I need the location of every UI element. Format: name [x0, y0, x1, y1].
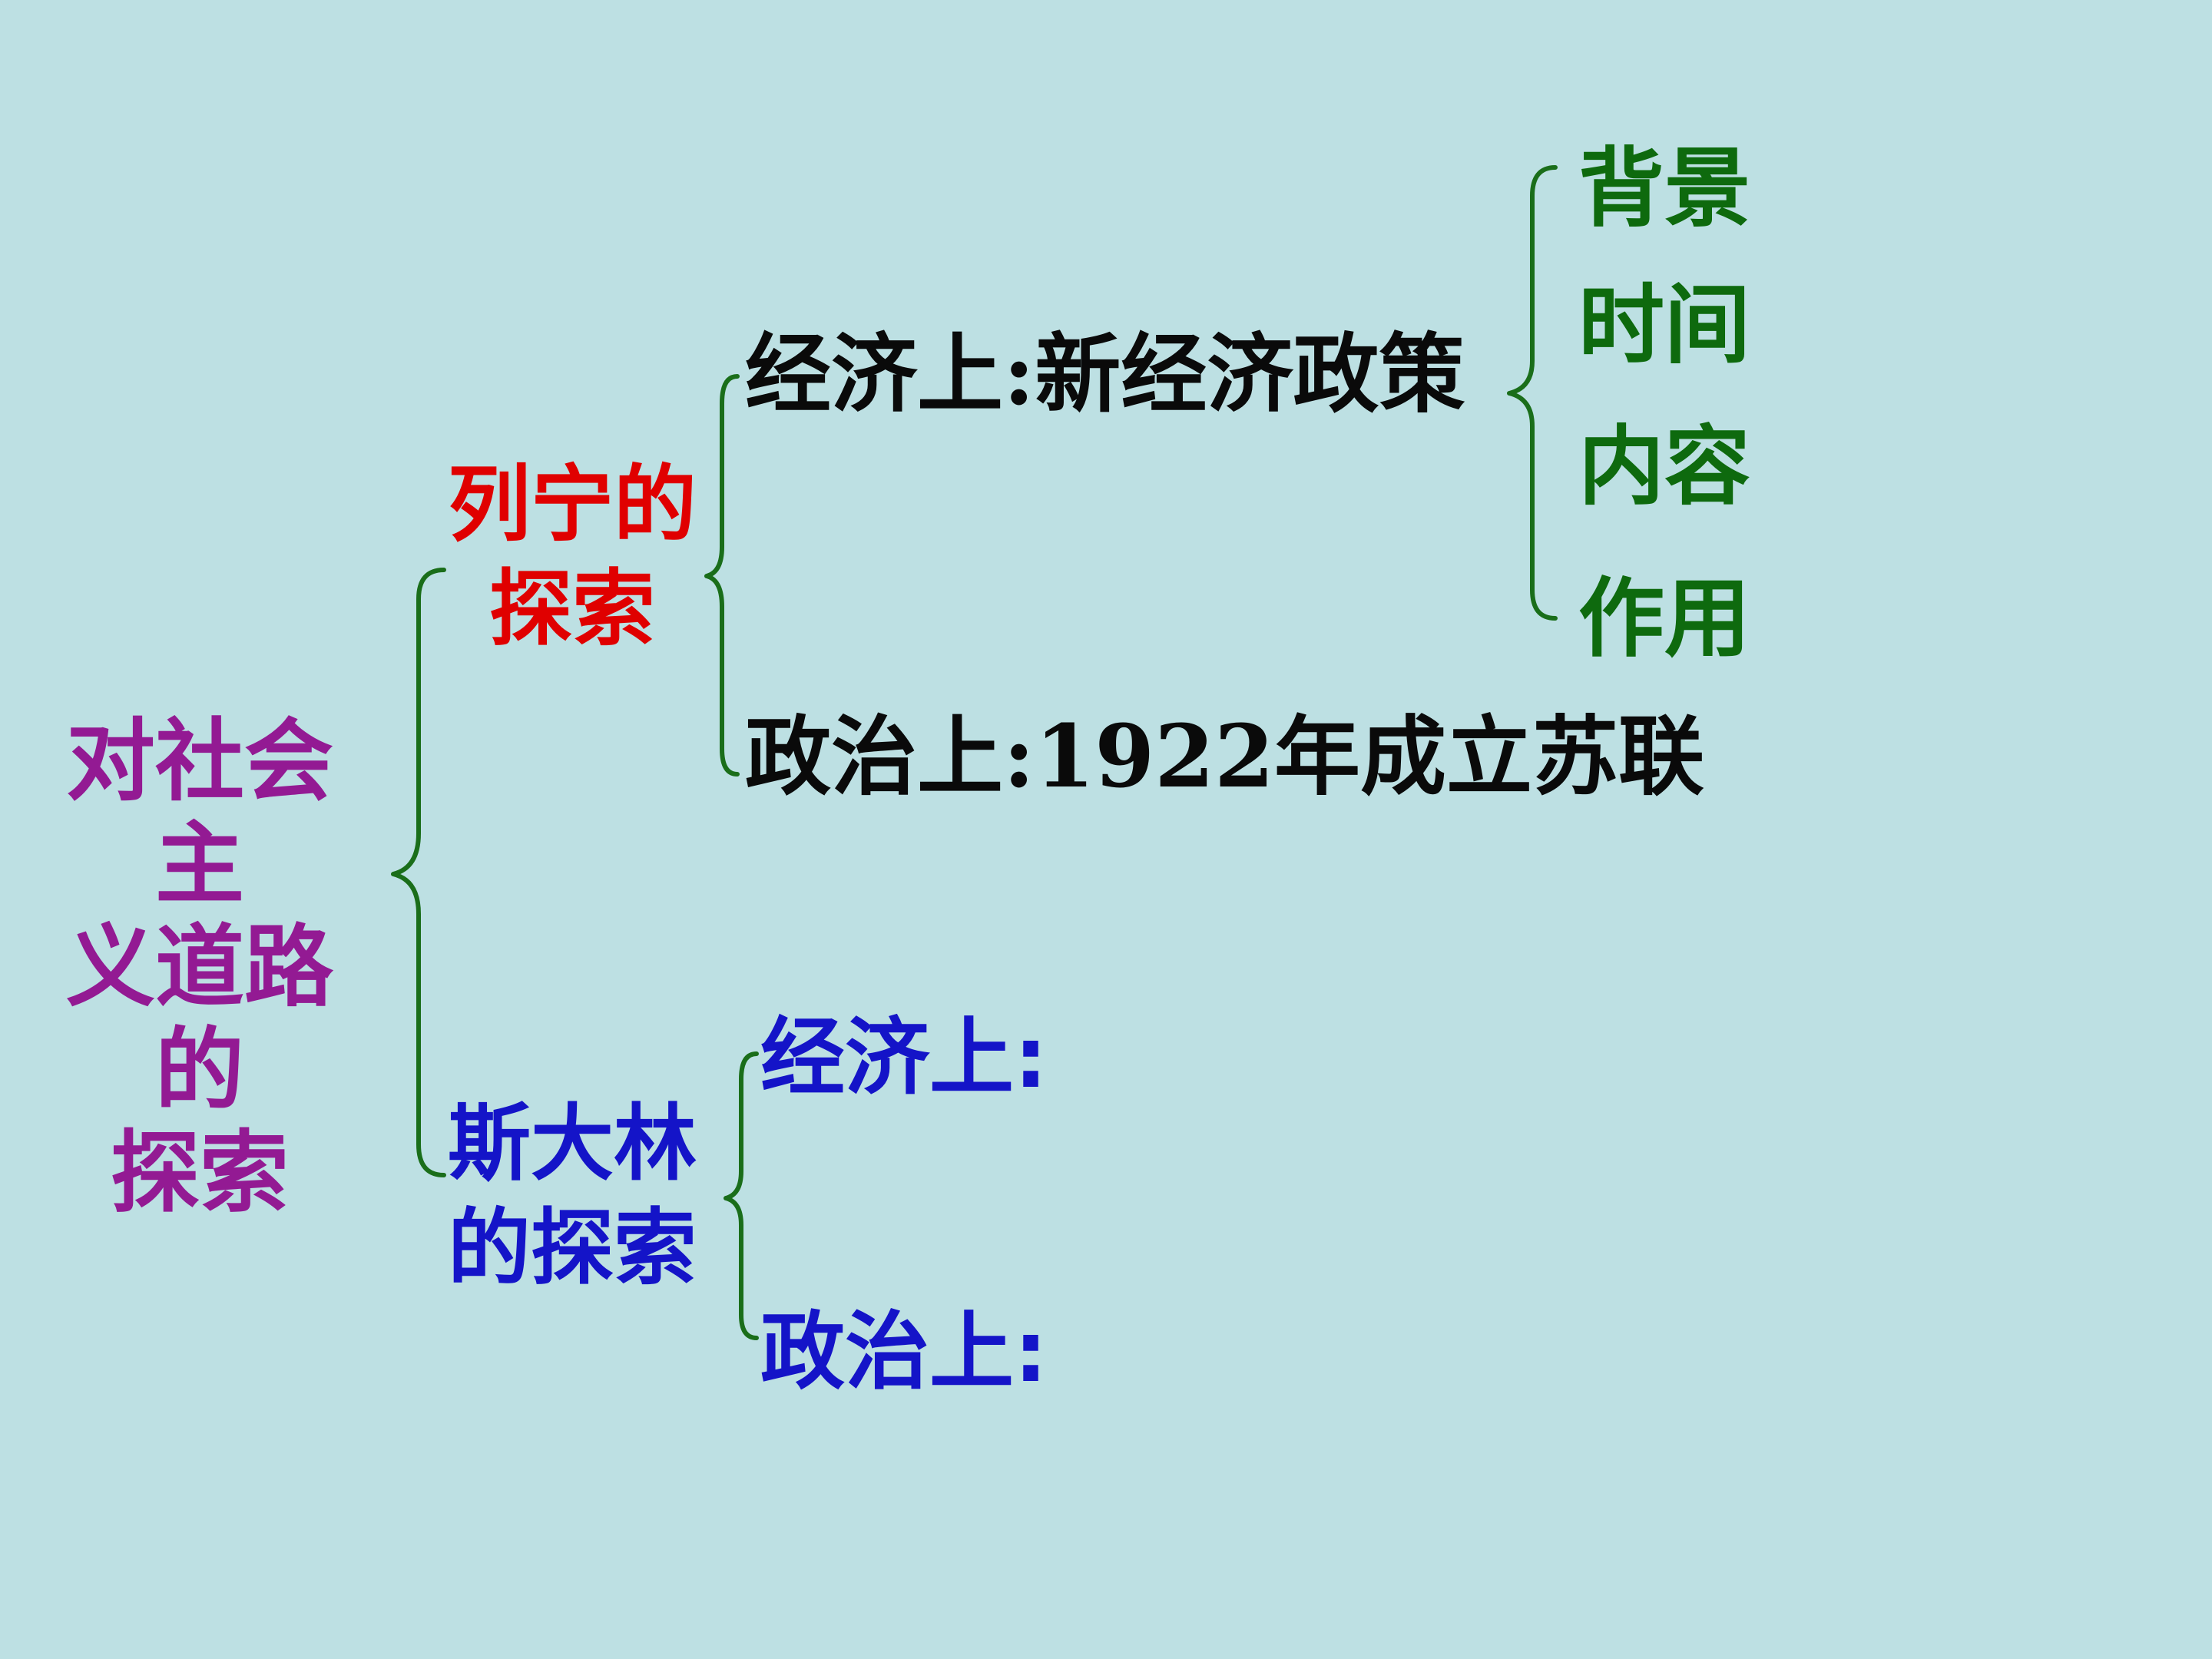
- nep-items-brace: [1507, 165, 1558, 621]
- root-line-2: 义道路的: [66, 916, 333, 1122]
- lenin-political: 政治上:1922年成立苏联: [745, 707, 1705, 807]
- root-line-3: 探索: [111, 1121, 289, 1225]
- lenin-line-1: 列宁的: [447, 457, 697, 553]
- stalin-economic: 经济上:: [760, 1008, 1048, 1107]
- nep-item-time: 时间: [1578, 276, 1750, 376]
- nep-item-background: 背景: [1578, 139, 1750, 239]
- lenin-line-2: 探索: [488, 561, 655, 657]
- nep-item-content: 内容: [1578, 417, 1750, 517]
- lenin-brace: [704, 374, 740, 777]
- nep-item-effect: 作用: [1578, 569, 1750, 669]
- root-line-1: 对社会主: [66, 710, 333, 916]
- lenin-topic: 列宁的 探索: [438, 453, 707, 662]
- stalin-political: 政治上:: [760, 1303, 1048, 1401]
- stalin-line-2: 的探索: [447, 1200, 697, 1296]
- root-brace: [391, 568, 446, 1177]
- stalin-line-1: 斯大林: [447, 1096, 697, 1192]
- stalin-brace: [724, 1051, 759, 1340]
- root-topic: 对社会主 义道路的 探索: [23, 710, 376, 1225]
- lenin-economic: 经济上:新经济政策: [745, 324, 1465, 425]
- stalin-topic: 斯大林 的探索: [438, 1092, 707, 1301]
